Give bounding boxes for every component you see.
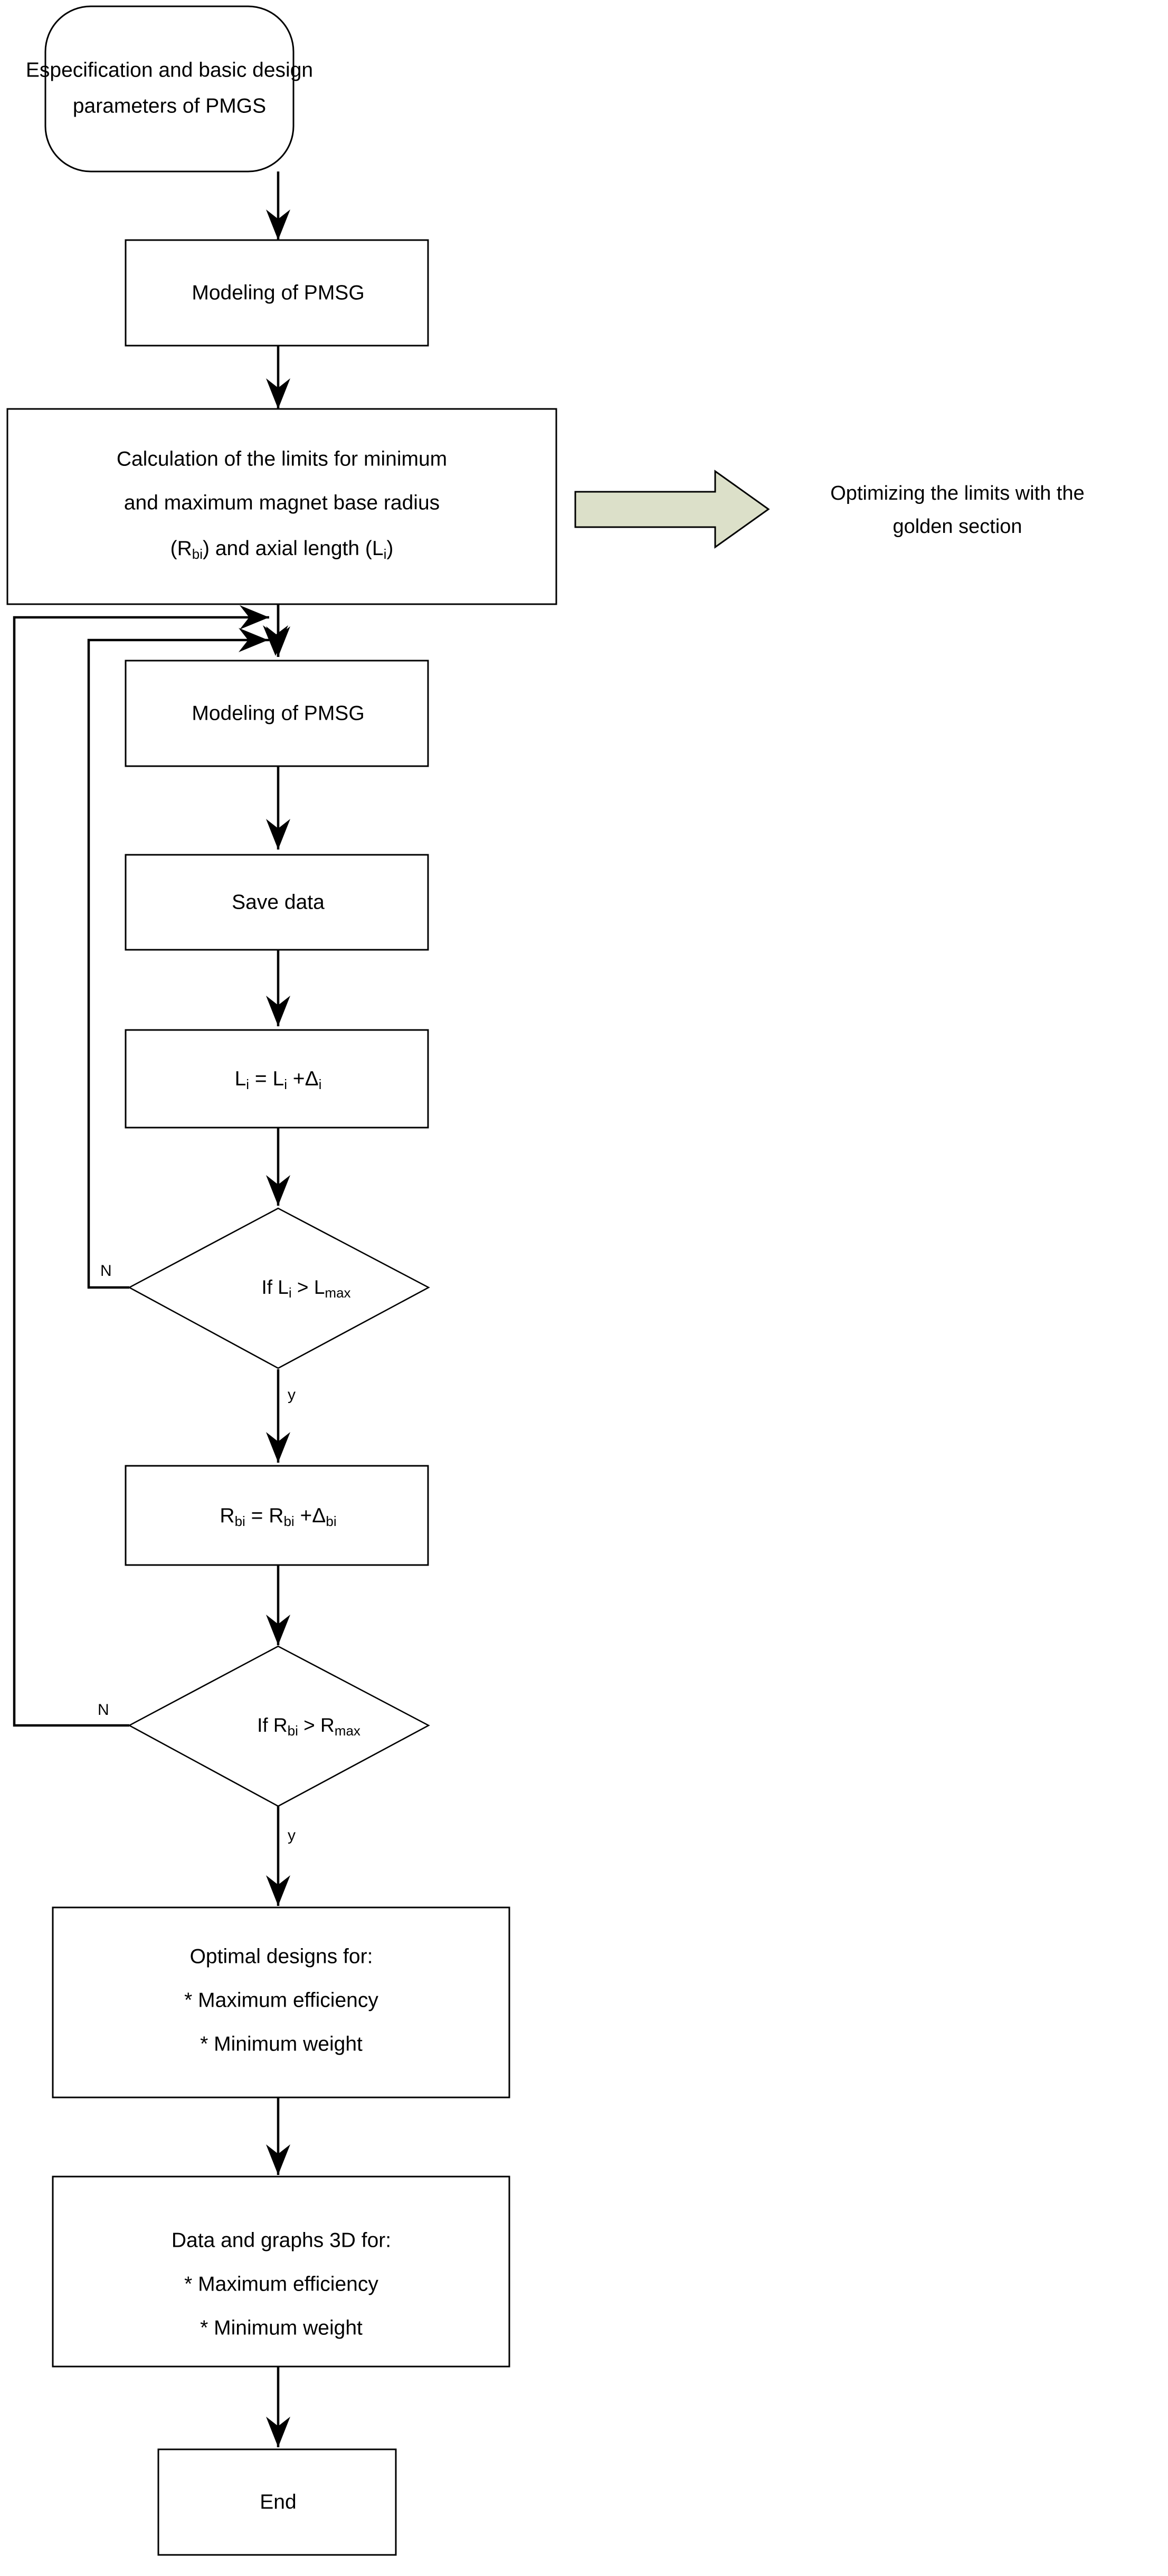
calc-l3-mid: ) and axial length (L: [203, 537, 384, 560]
inc-r-sub2: bi: [283, 1513, 294, 1529]
optimal-line3: * Minimum weight: [200, 2033, 363, 2055]
start-shape: [44, 5, 295, 173]
decision-r-yes-label: y: [288, 1827, 296, 1844]
data-graphs-shape: [52, 2176, 510, 2368]
connector-datagraphs-to-end: [266, 2367, 290, 2447]
calc-l3-post: ): [386, 537, 393, 560]
increment-l-shape: [125, 1029, 429, 1129]
inc-r-pre: R: [220, 1504, 234, 1527]
right-block-arrow-icon: [574, 470, 770, 549]
connector-increment-l-to-decision-l: [266, 1127, 290, 1206]
dec-r-pre: If R: [257, 1714, 288, 1736]
connector-modeling-to-savedata: [266, 766, 290, 850]
decision-r-label: If Rbi > Rmax: [257, 1714, 360, 1739]
calculation-limits-shape: [6, 408, 557, 605]
decision-l-yes-label: y: [288, 1386, 296, 1404]
connector-decision-l-yes-to-increment-r: [266, 1369, 290, 1463]
inc-r-sub1: bi: [235, 1513, 245, 1529]
dec-r-mid: > R: [298, 1714, 335, 1736]
increment-l-label: Li = Li +Δi: [235, 1067, 322, 1092]
connector-decision-r-no-loopback: [13, 605, 269, 1727]
decision-r-shape: [128, 1645, 430, 1807]
decision-l-no-label: N: [100, 1262, 112, 1280]
connector-savedata-to-increment-l: [266, 947, 290, 1026]
calculation-line3: (Rbi) and axial length (Li): [170, 537, 394, 562]
increment-r-shape: [125, 1465, 429, 1566]
inc-r-mid: = R: [245, 1504, 284, 1527]
decision-l-label: If Li > Lmax: [261, 1276, 350, 1301]
start-label-line2: parameters of PMGS: [73, 94, 266, 117]
modeling-loop-label: Modeling of PMSG: [192, 702, 364, 724]
node-modeling-loop[interactable]: Modeling of PMSG: [125, 660, 429, 767]
connector-optimal-to-datagraphs: [266, 2097, 290, 2175]
datagraphs-line3: * Minimum weight: [200, 2316, 363, 2339]
optimal-line1: Optimal designs for:: [190, 1945, 373, 1968]
node-decision-l[interactable]: If Li > Lmax N y: [100, 1207, 430, 1404]
annotation-line1: Optimizing the limits with the: [830, 482, 1085, 504]
node-increment-l[interactable]: Li = Li +Δi: [125, 1029, 429, 1129]
dec-l-sub2: max: [325, 1285, 350, 1301]
inc-l-sub2: i: [284, 1076, 287, 1092]
dec-l-mid: > L: [292, 1276, 325, 1298]
calc-l3-sub1: bi: [192, 546, 203, 562]
connector-decision-l-no-loopback: [87, 625, 288, 1289]
end-label: End: [260, 2491, 296, 2513]
save-data-label: Save data: [232, 891, 325, 913]
annotation-text: Optimizing the limits with the golden se…: [830, 482, 1085, 538]
datagraphs-line2: * Maximum efficiency: [184, 2273, 378, 2295]
connector-modeling-to-calculation: [266, 346, 290, 409]
inc-l-pre: L: [235, 1067, 246, 1090]
connector-start-to-modeling: [266, 171, 290, 240]
modeling-loop-shape: [125, 660, 429, 767]
calc-l3-pre: (R: [170, 537, 192, 560]
connector-decision-r-yes-to-optimal: [266, 1806, 290, 1906]
annotation-block-arrow: [574, 470, 770, 549]
inc-l-mid: = L: [249, 1067, 284, 1090]
dec-l-sub1: i: [289, 1285, 292, 1301]
dec-r-sub1: bi: [288, 1723, 298, 1739]
dec-l-pre: If L: [261, 1276, 288, 1298]
optimal-line2: * Maximum efficiency: [184, 1989, 378, 2011]
node-start[interactable]: Especification and basic design paramete…: [26, 5, 313, 173]
inc-l-sub1: i: [246, 1076, 249, 1092]
decision-r-no-label: N: [98, 1701, 109, 1719]
start-label-line1: Especification and basic design: [26, 59, 313, 81]
end-shape: [157, 2448, 397, 2556]
node-save-data[interactable]: Save data: [125, 854, 429, 951]
calculation-line1: Calculation of the limits for minimum: [117, 447, 447, 470]
calculation-line2: and maximum magnet base radius: [124, 491, 440, 514]
inc-r-sub3: bi: [326, 1513, 336, 1529]
increment-r-label: Rbi = Rbi +Δbi: [220, 1504, 336, 1529]
inc-r-plus: +Δ: [295, 1504, 326, 1527]
node-end[interactable]: End: [157, 2448, 397, 2556]
inc-l-plus: +Δ: [287, 1067, 319, 1090]
node-increment-r[interactable]: Rbi = Rbi +Δbi: [125, 1465, 429, 1566]
dec-r-sub2: max: [335, 1723, 360, 1739]
optimal-designs-shape: [52, 1906, 510, 2098]
inc-l-sub3: i: [319, 1076, 322, 1092]
node-optimal-designs[interactable]: Optimal designs for: * Maximum efficienc…: [52, 1906, 510, 2098]
modeling-top-shape: [125, 239, 429, 347]
node-decision-r[interactable]: If Rbi > Rmax N y: [98, 1645, 430, 1844]
modeling-top-label: Modeling of PMSG: [192, 281, 364, 304]
calc-l3-sub2: i: [384, 546, 387, 562]
connector-increment-r-to-decision-r: [266, 1564, 290, 1645]
decision-l-shape: [128, 1207, 430, 1369]
save-data-shape: [125, 854, 429, 951]
annotation-line2: golden section: [892, 516, 1022, 538]
node-data-graphs[interactable]: Data and graphs 3D for: * Maximum effici…: [52, 2176, 510, 2368]
node-modeling-top[interactable]: Modeling of PMSG: [125, 239, 429, 347]
node-calculation-limits[interactable]: Calculation of the limits for minimum an…: [6, 408, 557, 605]
datagraphs-line1: Data and graphs 3D for:: [172, 2229, 391, 2251]
